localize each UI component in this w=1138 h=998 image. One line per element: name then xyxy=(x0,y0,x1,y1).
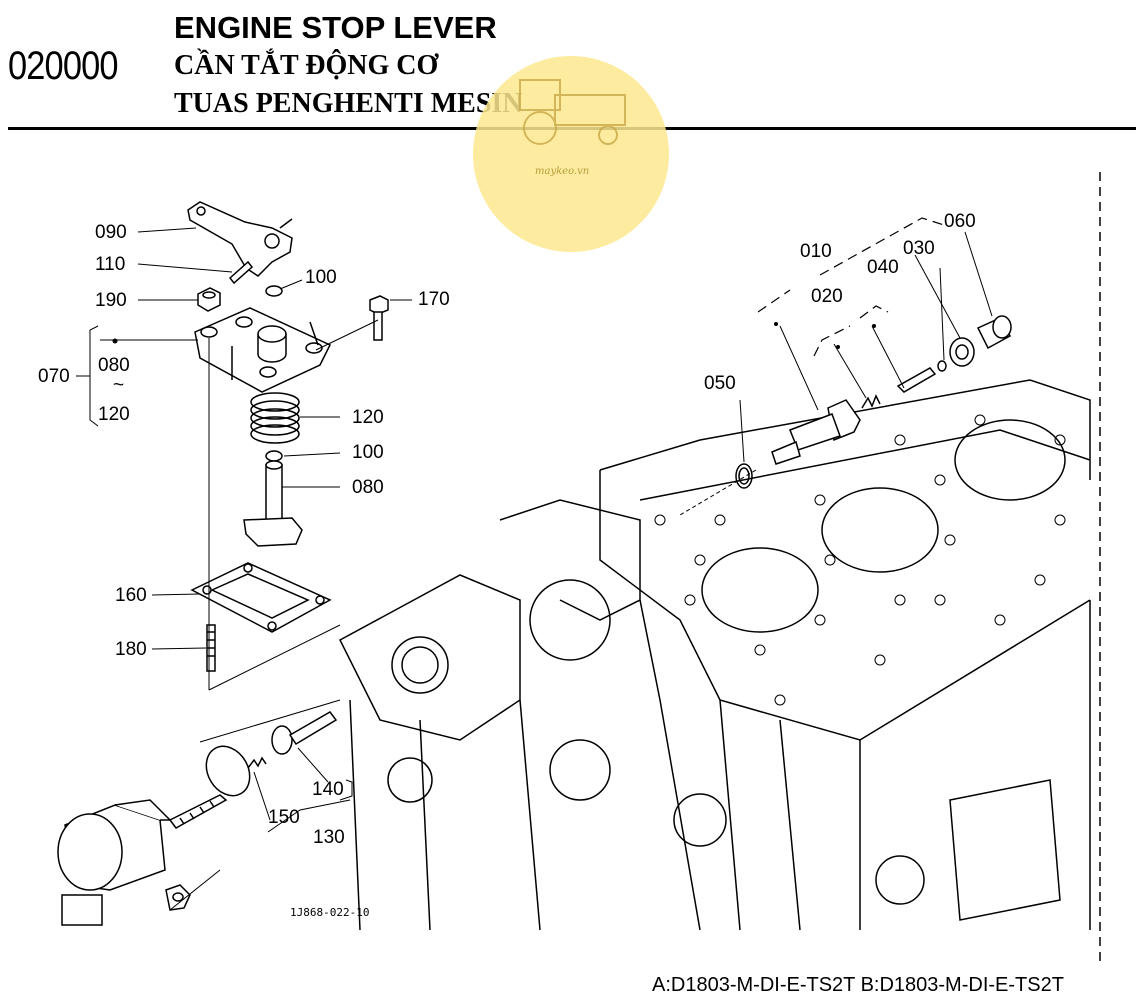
callout-050: 050 xyxy=(704,373,736,394)
shaft-080 xyxy=(243,460,303,547)
callout-090: 090 xyxy=(95,222,127,243)
spring-020 xyxy=(861,394,881,409)
callout-170: 170 xyxy=(418,289,450,310)
callout-040: 040 xyxy=(867,257,899,278)
callout-120-range: 120 xyxy=(98,404,130,425)
spring-150 xyxy=(247,756,267,769)
callout-180: 180 xyxy=(115,639,147,660)
callout-080: 080 xyxy=(352,477,384,498)
callout-120: 120 xyxy=(352,407,384,428)
bush-030 xyxy=(949,337,975,367)
solenoid-130 xyxy=(57,794,228,926)
watermark-text: maykeo.vn xyxy=(535,166,590,177)
part-code: 020000 xyxy=(8,44,118,88)
callout-060: 060 xyxy=(944,211,976,232)
oring-050 xyxy=(735,463,753,489)
callout-030: 030 xyxy=(903,238,935,259)
housing-070 xyxy=(194,307,332,393)
tractor-icon xyxy=(519,79,626,145)
nut-190 xyxy=(197,287,221,312)
callout-160: 160 xyxy=(115,585,147,606)
watermark-logo xyxy=(473,56,669,252)
callout-010: 010 xyxy=(800,241,832,262)
callout-150: 150 xyxy=(268,807,300,828)
callout-100-top: 100 xyxy=(305,267,337,288)
callout-110: 110 xyxy=(95,254,126,275)
model-footer: A:D1803-M-DI-E-TS2T B:D1803-M-DI-E-TS2T xyxy=(652,974,1064,996)
callout-100-bottom: 100 xyxy=(352,442,384,463)
spring-120 xyxy=(250,392,300,444)
engine-block xyxy=(339,379,1091,931)
title-english: ENGINE STOP LEVER xyxy=(174,10,497,45)
callout-range-tilde: ~ xyxy=(113,375,125,396)
gasket-160 xyxy=(190,562,332,633)
figure-id: 1J868-022-10 xyxy=(290,906,370,919)
callout-190: 190 xyxy=(95,290,127,311)
lever-090 xyxy=(187,201,293,277)
bolt-170 xyxy=(369,295,389,341)
callout-130: 130 xyxy=(313,827,345,848)
stud-180 xyxy=(206,624,216,672)
rod-020 xyxy=(896,367,937,393)
solenoid-body-010 xyxy=(771,399,861,465)
title-malay: TUAS PENGHENTI MESIN xyxy=(174,88,523,119)
pin-110 xyxy=(228,260,254,285)
title-vietnamese: CẦN TẮT ĐỘNG CƠ xyxy=(174,50,439,81)
cap-060 xyxy=(976,315,1012,350)
callout-070: 070 xyxy=(38,366,70,387)
callout-020: 020 xyxy=(811,286,843,307)
callout-080-range: 080 xyxy=(98,355,130,376)
callout-140: 140 xyxy=(312,779,344,800)
plunger-140 xyxy=(271,711,338,755)
